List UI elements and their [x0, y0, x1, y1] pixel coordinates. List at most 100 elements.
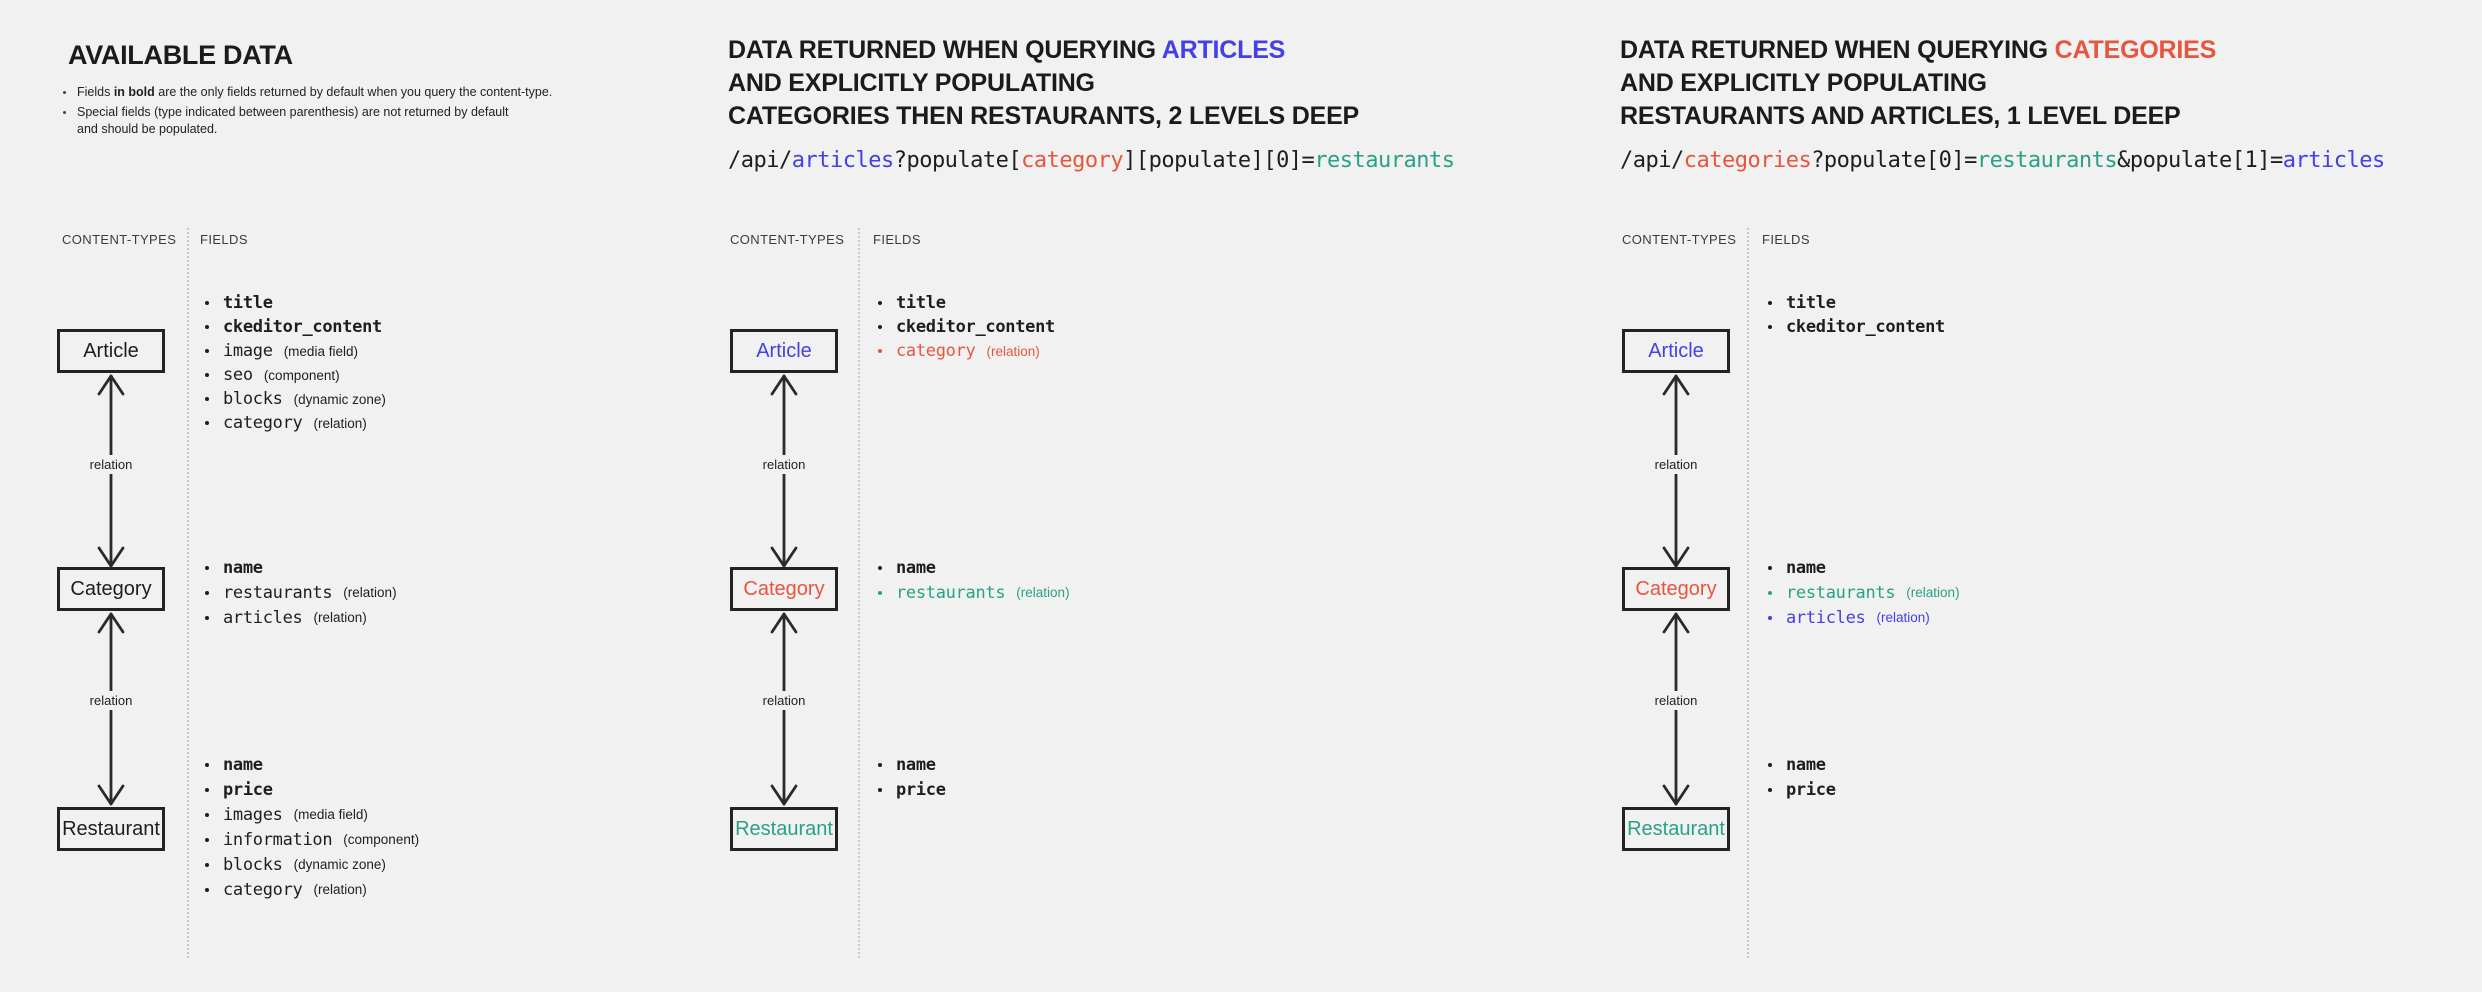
fields-column-label: FIELDS: [200, 232, 248, 247]
field-name: category: [223, 413, 303, 433]
bullet-icon: [205, 837, 209, 842]
bullet-icon: [1768, 615, 1772, 620]
field-name: ckeditor_content: [896, 317, 1055, 337]
heading-accent: ARTICLES: [1161, 36, 1286, 64]
field-type: (component): [343, 832, 420, 847]
bullet-icon: [205, 397, 209, 401]
code-segment: ?populate[: [893, 148, 1022, 173]
bullet-icon: [878, 325, 882, 329]
field-row: restaurants(relation): [1768, 580, 1960, 605]
field-type: (component): [263, 367, 340, 383]
bullet-icon: [205, 590, 209, 595]
content-type-box-category: Category: [730, 567, 838, 611]
field-name: name: [223, 557, 263, 578]
field-name: ckeditor_content: [1786, 317, 1945, 337]
field-row: ckeditor_content: [878, 315, 1055, 339]
restaurant-fields-list: name price: [878, 752, 946, 802]
bullet-icon: [205, 349, 209, 353]
field-type: (relation): [313, 882, 367, 897]
field-row: category(relation): [205, 877, 419, 902]
field-type: (relation): [343, 585, 397, 600]
field-name: name: [896, 754, 936, 775]
field-row: blocks(dynamic zone): [205, 387, 386, 411]
code-segment: categories: [1683, 148, 1812, 173]
relation-label: relation: [1649, 691, 1703, 710]
relation-label: relation: [1649, 455, 1703, 474]
field-row: price: [1768, 777, 1836, 802]
bullet-icon: [878, 787, 882, 792]
heading-text: AND EXPLICITLY POPULATING: [728, 69, 1095, 97]
field-name: category: [896, 341, 976, 361]
field-row: price: [205, 777, 419, 802]
bullet-icon: [205, 862, 209, 867]
field-name: articles: [1786, 607, 1866, 628]
field-row: seo (component): [205, 363, 386, 387]
content-type-name: Restaurant: [735, 817, 833, 840]
bullet-icon: [878, 762, 882, 767]
heading-text: DATA RETURNED WHEN QUERYING: [728, 36, 1162, 64]
fields-column-label: FIELDS: [873, 232, 921, 247]
field-name: name: [223, 754, 263, 775]
field-row: name: [205, 555, 397, 580]
field-name: blocks: [223, 389, 283, 409]
bullet-icon: [205, 887, 209, 892]
field-type: (relation): [313, 610, 367, 625]
content-type-box-article: Article: [1622, 329, 1730, 373]
bullet-icon: [1768, 565, 1772, 570]
field-name: restaurants: [1786, 582, 1896, 603]
heading-text: CATEGORIES THEN RESTAURANTS, 2 LEVELS DE…: [728, 102, 1360, 130]
field-name: price: [223, 779, 273, 800]
notes: Fields in bold are the only fields retur…: [63, 84, 623, 141]
heading-text: AND EXPLICITLY POPULATING: [1620, 69, 1987, 97]
field-type: (relation): [313, 415, 367, 431]
code-segment: ][populate][0]=: [1123, 148, 1315, 173]
code-segment: articles: [2282, 148, 2385, 173]
content-type-name: Restaurant: [1627, 817, 1725, 840]
bullet-icon: [1768, 787, 1772, 792]
field-row: name: [205, 752, 419, 777]
restaurant-fields-list: name price images(media field) informati…: [205, 752, 419, 902]
field-name: image: [223, 341, 273, 361]
panel-query-categories: DATA RETURNED WHEN QUERYING CATEGORIES A…: [1620, 0, 2480, 992]
bullet-icon: [205, 373, 209, 377]
relation-label: relation: [84, 691, 138, 710]
category-fields-list: name restaurants(relation): [878, 555, 1070, 605]
panel-heading: DATA RETURNED WHEN QUERYING CATEGORIES A…: [1620, 34, 2216, 133]
field-name: price: [1786, 779, 1836, 800]
content-type-name: Article: [83, 339, 139, 362]
bullet-icon: [1768, 301, 1772, 305]
content-type-name: Category: [1635, 577, 1717, 600]
category-fields-list: name restaurants(relation) articles(rela…: [1768, 555, 1960, 630]
note-item: Fields in bold are the only fields retur…: [63, 84, 623, 101]
field-name: images: [223, 804, 283, 825]
bullet-icon: [205, 787, 209, 792]
api-query: /api/categories?populate[0]=restaurants&…: [1620, 148, 2385, 173]
field-row: images(media field): [205, 802, 419, 827]
bullet-icon: [878, 590, 882, 595]
code-segment: restaurants: [1314, 148, 1455, 173]
code-segment: articles: [791, 148, 894, 173]
column-separator: [1747, 228, 1749, 958]
field-type: (relation): [1876, 610, 1930, 625]
relation-label: relation: [757, 455, 811, 474]
content-type-box-restaurant: Restaurant: [1622, 807, 1730, 851]
content-types-column-label: CONTENT-TYPES: [730, 232, 845, 247]
code-segment: &populate[1]=: [2117, 148, 2283, 173]
content-type-name: Article: [1648, 339, 1704, 362]
note-item: Special fields (type indicated between p…: [63, 104, 623, 138]
field-row: image(media field): [205, 339, 386, 363]
field-name: seo: [223, 365, 253, 385]
field-name: name: [896, 557, 936, 578]
content-type-name: Category: [743, 577, 825, 600]
bullet-icon: [1768, 762, 1772, 767]
field-type: (relation): [1016, 585, 1070, 600]
field-type: (dynamic zone): [293, 857, 386, 872]
field-name: ckeditor_content: [223, 317, 382, 337]
bullet-icon: [878, 565, 882, 570]
field-name: name: [1786, 754, 1826, 775]
field-row: category(relation): [878, 339, 1055, 363]
field-row: category (relation): [205, 411, 386, 435]
category-fields-list: name restaurants(relation) articles(rela…: [205, 555, 397, 630]
restaurant-fields-list: name price: [1768, 752, 1836, 802]
heading-text: DATA RETURNED WHEN QUERYING: [1620, 36, 2055, 64]
